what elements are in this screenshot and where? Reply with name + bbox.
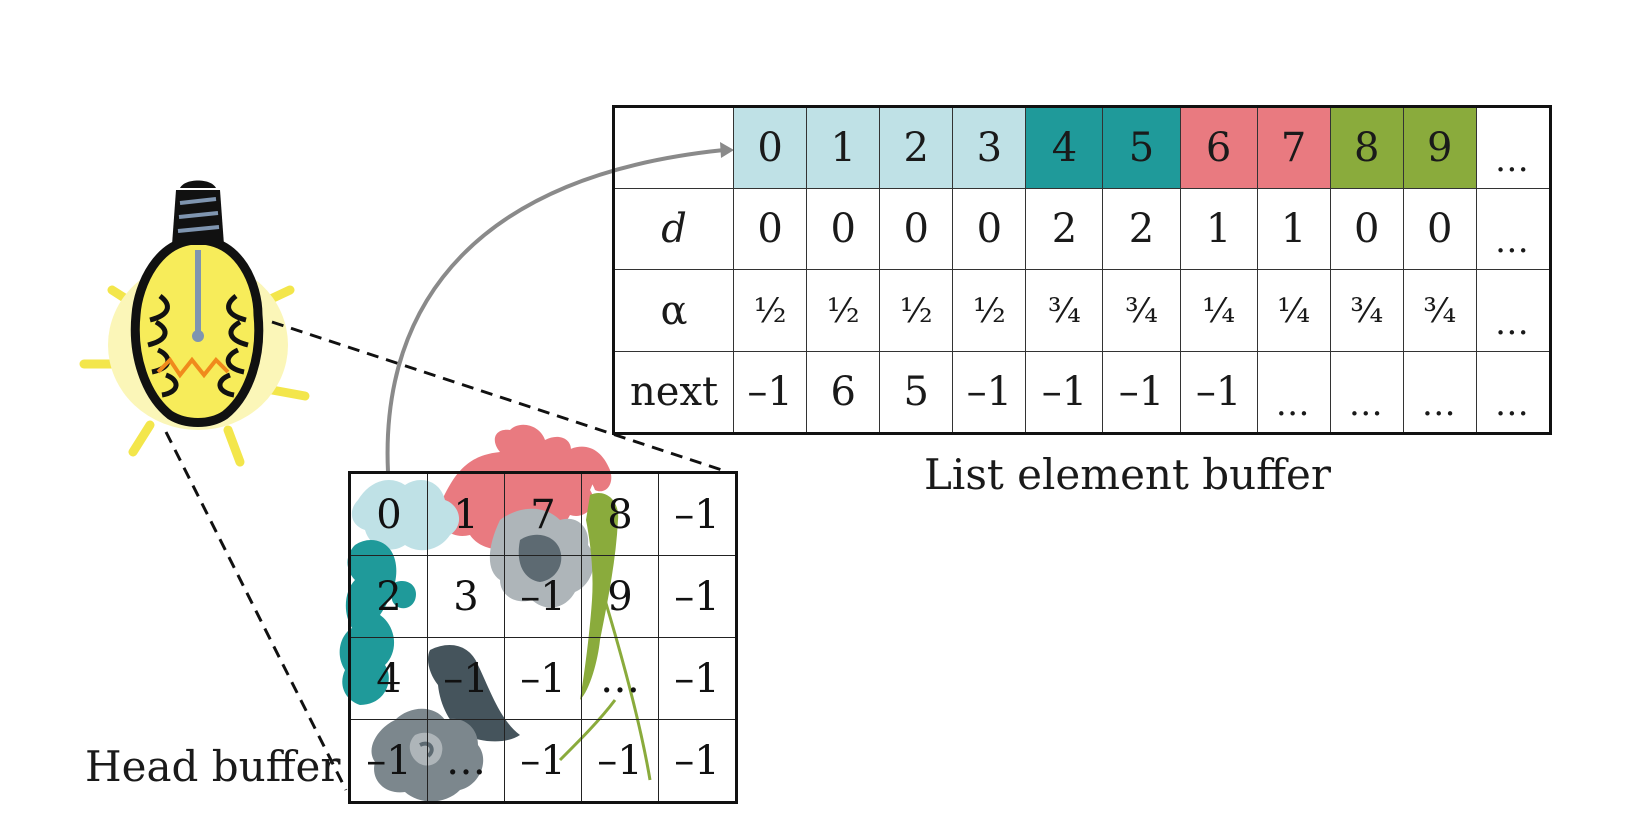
row-label-alpha: α bbox=[612, 269, 735, 352]
head-cell: 1 bbox=[427, 472, 505, 556]
head-cell: –1 bbox=[427, 637, 505, 720]
index-cell: 1 bbox=[806, 105, 881, 190]
head-cell: 2 bbox=[349, 555, 428, 638]
next-cell: –1 bbox=[733, 350, 808, 435]
head-cell: 8 bbox=[581, 472, 659, 556]
head-row: 4 –1 –1 … –1 bbox=[349, 637, 737, 720]
alpha-cell: ¾ bbox=[1329, 269, 1404, 352]
depth-cell: 1 bbox=[1179, 188, 1258, 271]
head-cell: –1 bbox=[349, 719, 428, 803]
head-cell: –1 bbox=[581, 719, 659, 803]
depth-cell-more: … bbox=[1475, 188, 1552, 271]
head-cell: 4 bbox=[349, 637, 428, 720]
depth-cell: 0 bbox=[733, 188, 808, 271]
index-cell: 6 bbox=[1179, 105, 1258, 190]
index-cell: 5 bbox=[1102, 105, 1181, 190]
alpha-cell: ½ bbox=[952, 269, 1027, 352]
next-cell: –1 bbox=[1025, 350, 1104, 435]
depth-cell: 1 bbox=[1256, 188, 1331, 271]
head-buffer-grid: 0 1 7 8 –1 2 3 –1 9 –1 4 –1 –1 … –1 –1 …… bbox=[348, 471, 738, 804]
list-element-buffer-table: 0 1 2 3 4 5 6 7 8 9 … d 0 0 0 0 2 2 1 1 … bbox=[612, 105, 1552, 435]
head-cell: 7 bbox=[504, 472, 582, 556]
head-cell: –1 bbox=[658, 719, 737, 803]
depth-cell: 0 bbox=[879, 188, 954, 271]
index-cell: 7 bbox=[1256, 105, 1331, 190]
alpha-cell: ¾ bbox=[1402, 269, 1477, 352]
next-cell: –1 bbox=[1179, 350, 1258, 435]
head-row: 0 1 7 8 –1 bbox=[349, 472, 737, 556]
index-cell: 8 bbox=[1329, 105, 1404, 190]
corner-cell bbox=[612, 105, 735, 190]
head-row: 2 3 –1 9 –1 bbox=[349, 555, 737, 638]
index-cell-more: … bbox=[1475, 105, 1552, 190]
head-cell: –1 bbox=[504, 555, 582, 638]
depth-cell: 0 bbox=[1402, 188, 1477, 271]
head-row: –1 … –1 –1 –1 bbox=[349, 719, 737, 803]
head-cell: –1 bbox=[658, 637, 737, 720]
next-row: next –1 6 5 –1 –1 –1 –1 … … … … bbox=[612, 350, 1552, 435]
head-cell: 3 bbox=[427, 555, 505, 638]
head-cell: –1 bbox=[658, 472, 737, 556]
head-cell: 0 bbox=[349, 472, 428, 556]
alpha-cell: ¾ bbox=[1025, 269, 1104, 352]
next-cell: 6 bbox=[806, 350, 881, 435]
head-cell: –1 bbox=[504, 719, 582, 803]
alpha-cell: ½ bbox=[879, 269, 954, 352]
head-cell: –1 bbox=[658, 555, 737, 638]
alpha-cell: ¾ bbox=[1102, 269, 1181, 352]
index-cell: 3 bbox=[952, 105, 1027, 190]
row-label-next: next bbox=[612, 350, 735, 435]
alpha-cell: ½ bbox=[806, 269, 881, 352]
next-cell: … bbox=[1402, 350, 1477, 435]
next-cell-more: … bbox=[1475, 350, 1552, 435]
alpha-cell: ¼ bbox=[1179, 269, 1258, 352]
depth-row: d 0 0 0 0 2 2 1 1 0 0 … bbox=[612, 188, 1552, 271]
next-cell: –1 bbox=[952, 350, 1027, 435]
projection-lines bbox=[164, 320, 729, 791]
head-cell: … bbox=[581, 637, 659, 720]
list-buffer-caption: List element buffer bbox=[924, 450, 1331, 499]
next-cell: 5 bbox=[879, 350, 954, 435]
next-cell: … bbox=[1256, 350, 1331, 435]
head-cell: 9 bbox=[581, 555, 659, 638]
depth-cell: 0 bbox=[1329, 188, 1404, 271]
alpha-cell: ½ bbox=[733, 269, 808, 352]
alpha-row: α ½ ½ ½ ½ ¾ ¾ ¼ ¼ ¾ ¾ … bbox=[612, 269, 1552, 352]
depth-cell: 2 bbox=[1025, 188, 1104, 271]
depth-cell: 0 bbox=[806, 188, 881, 271]
index-cell: 4 bbox=[1025, 105, 1104, 190]
next-cell: … bbox=[1329, 350, 1404, 435]
head-cell: … bbox=[427, 719, 505, 803]
index-cell: 2 bbox=[879, 105, 954, 190]
index-cell: 0 bbox=[733, 105, 808, 190]
depth-cell: 0 bbox=[952, 188, 1027, 271]
head-cell: –1 bbox=[504, 637, 582, 720]
light-bulb-icon bbox=[79, 180, 310, 467]
depth-cell: 2 bbox=[1102, 188, 1181, 271]
row-label-d: d bbox=[612, 188, 735, 271]
alpha-cell-more: … bbox=[1475, 269, 1552, 352]
head-buffer-caption: Head buffer bbox=[85, 742, 341, 791]
next-cell: –1 bbox=[1102, 350, 1181, 435]
alpha-cell: ¼ bbox=[1256, 269, 1331, 352]
index-row: 0 1 2 3 4 5 6 7 8 9 … bbox=[612, 105, 1552, 190]
index-cell: 9 bbox=[1402, 105, 1477, 190]
